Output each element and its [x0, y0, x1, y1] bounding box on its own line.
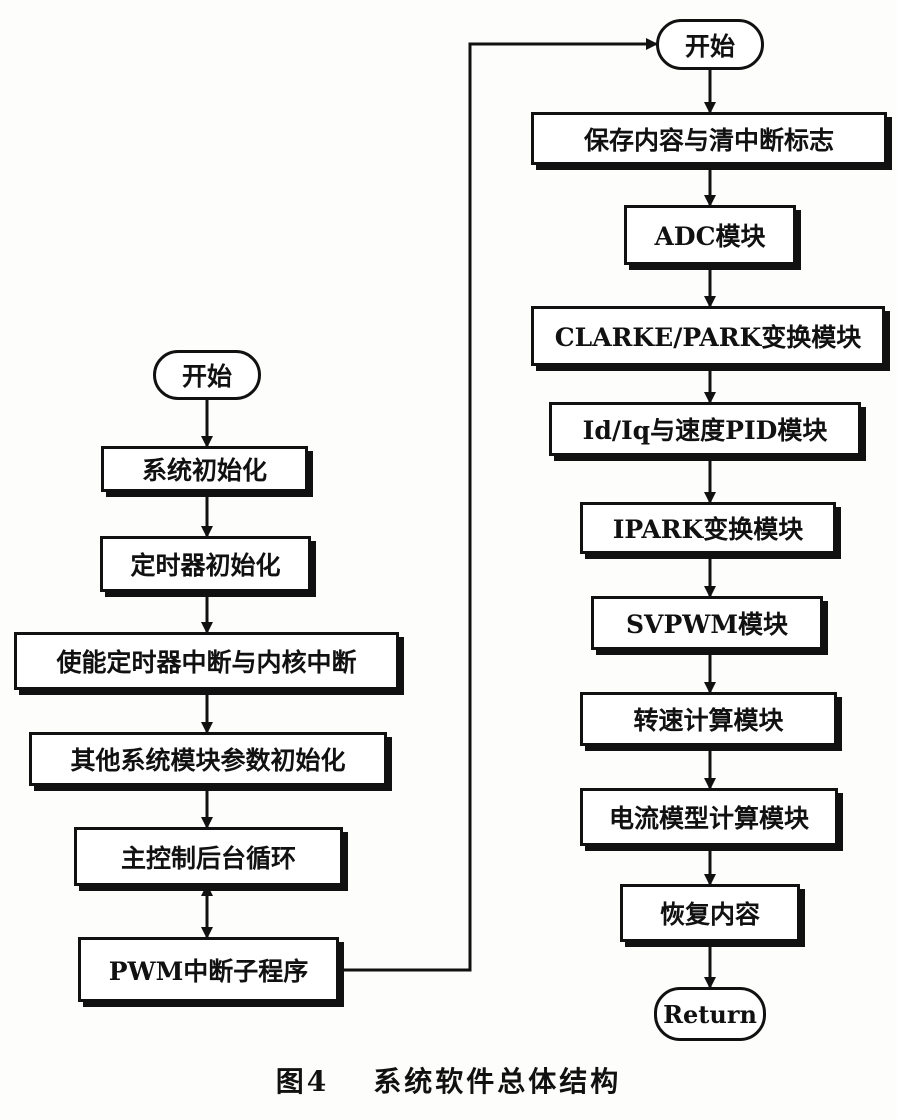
figure-title: 系统软件总体结构: [373, 1065, 622, 1098]
left-step-other-module-init: 其他系统模块参数初始化: [29, 732, 387, 786]
left-step-enable-interrupts: 使能定时器中断与内核中断: [14, 632, 399, 690]
figure-number: 图4: [275, 1065, 330, 1098]
left-step-pwm-interrupt: PWM中断子程序: [78, 937, 339, 1002]
right-step-restore-context: 恢复内容: [620, 884, 800, 942]
left-step-system-init: 系统初始化: [101, 446, 308, 492]
right-step-svpwm-module: SVPWM模块: [591, 596, 823, 650]
left-start-terminal: 开始: [153, 350, 261, 400]
right-end-terminal: Return: [654, 987, 766, 1041]
right-step-pid-module: Id/Iq与速度PID模块: [549, 402, 861, 456]
right-step-save-context: 保存内容与清中断标志: [531, 112, 887, 165]
right-step-speed-calc: 转速计算模块: [580, 692, 837, 746]
left-step-timer-init: 定时器初始化: [100, 536, 311, 592]
right-step-clarke-park: CLARKE/PARK变换模块: [531, 306, 885, 366]
right-step-current-model: 电流模型计算模块: [580, 788, 838, 846]
figure-caption: 图4 系统软件总体结构: [0, 1060, 897, 1100]
right-step-adc-module: ADC模块: [624, 205, 796, 265]
right-step-ipark-module: IPARK变换模块: [580, 502, 836, 554]
right-start-terminal: 开始: [656, 19, 764, 70]
arrow-pwm-to-right-start: [339, 38, 658, 972]
left-step-main-loop: 主控制后台循环: [74, 827, 343, 886]
